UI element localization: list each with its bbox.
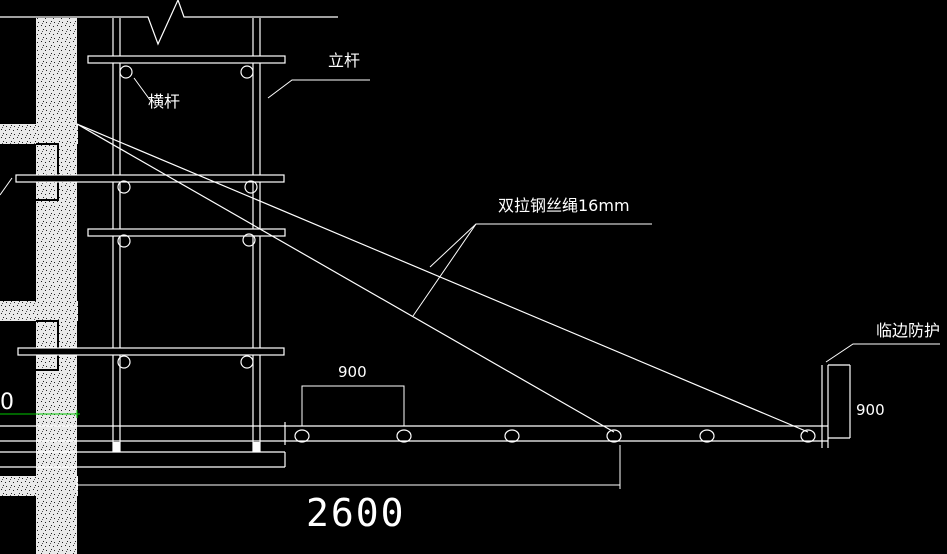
ledger-3 bbox=[87, 228, 286, 237]
label-upright-pole: 立杆 bbox=[328, 51, 360, 70]
leader-upright bbox=[267, 79, 370, 99]
ledger-1 bbox=[87, 55, 286, 64]
label-steel-cable: 双拉钢丝绳16mm bbox=[498, 196, 630, 215]
leader-crossbar bbox=[133, 77, 151, 101]
transom bbox=[117, 355, 131, 369]
label-edge-guard: 临边防护 bbox=[876, 321, 940, 340]
edge-guard bbox=[821, 364, 851, 448]
transom bbox=[117, 180, 131, 194]
beam-hole bbox=[699, 429, 715, 443]
beam-hole bbox=[396, 429, 412, 443]
beam-hole bbox=[800, 429, 816, 443]
dimension-lines bbox=[76, 385, 621, 492]
ledger-2 bbox=[15, 174, 285, 183]
cable-outer bbox=[76, 123, 809, 433]
leader-cable bbox=[412, 223, 652, 317]
wall-step-detail-lower bbox=[36, 320, 59, 371]
building-wall bbox=[0, 18, 78, 554]
transom bbox=[119, 65, 133, 79]
label-cross-bar: 横杆 bbox=[148, 92, 180, 111]
leader-guard bbox=[825, 343, 940, 363]
floor-slab-upper bbox=[0, 124, 78, 144]
floor-slab-lower bbox=[0, 476, 78, 496]
scaffold-transoms bbox=[117, 65, 258, 369]
scaffold-ledgers bbox=[15, 55, 286, 356]
steel-cables bbox=[76, 123, 809, 433]
cantilever-beam bbox=[0, 422, 828, 468]
leader-left bbox=[0, 177, 13, 196]
transom bbox=[240, 355, 254, 369]
beam-hole bbox=[504, 429, 520, 443]
transom bbox=[244, 180, 258, 194]
beam-hole bbox=[294, 429, 310, 443]
beam-hole bbox=[606, 429, 622, 443]
transom bbox=[242, 233, 256, 247]
transom bbox=[117, 234, 131, 248]
pole-base-plates bbox=[113, 442, 260, 452]
top-break-line bbox=[0, 0, 338, 46]
dim-900-bracket bbox=[301, 385, 405, 426]
leader-cable-2 bbox=[429, 223, 477, 268]
beam-holes bbox=[294, 429, 816, 443]
wall-column bbox=[36, 18, 77, 554]
leader-lines bbox=[0, 77, 940, 363]
dim-left-partial-text: 0 bbox=[0, 390, 14, 415]
transom bbox=[240, 65, 254, 79]
dim-spacing-text: 900 bbox=[338, 363, 367, 381]
cable-inner bbox=[76, 123, 615, 433]
wall-step-detail-upper bbox=[36, 143, 59, 201]
dim-platform-length-text: 2600 bbox=[306, 491, 406, 535]
ledger-4 bbox=[17, 347, 285, 356]
dim-guard-height-text: 900 bbox=[856, 401, 885, 419]
floor-slab-middle bbox=[0, 301, 78, 321]
